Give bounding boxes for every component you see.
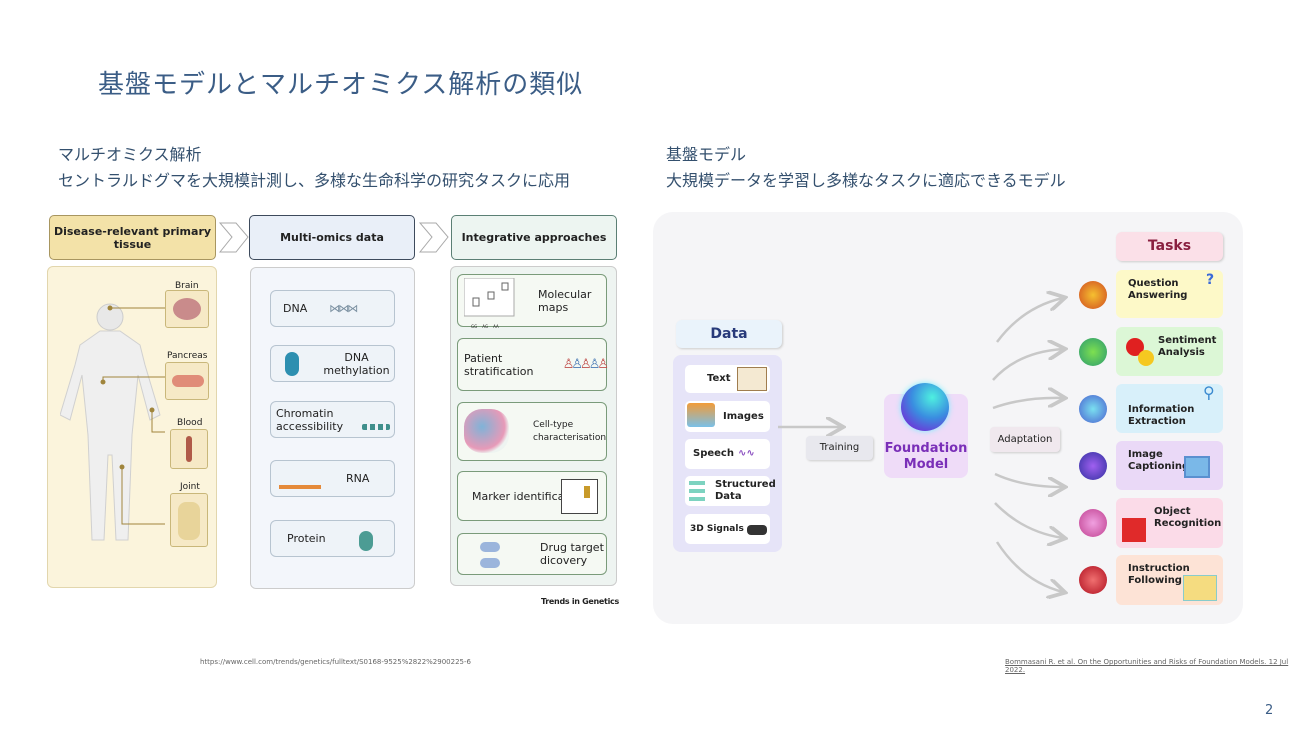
- data-label: Structured Data: [715, 479, 776, 502]
- approach-label: Marker identification: [472, 489, 586, 503]
- approach-molecular-maps: GG AG AA Molecular maps: [457, 274, 607, 329]
- book-icon: [737, 367, 767, 391]
- data-item-3d-signals: 3D Signals: [685, 514, 770, 544]
- pill-icon: [480, 542, 500, 552]
- header-approaches: Integrative approaches: [451, 215, 617, 260]
- rna-strand-icon: [279, 485, 321, 489]
- picture-icon: [1184, 456, 1210, 478]
- shapes-icon: [1122, 518, 1146, 542]
- task-information-extraction: Information Extraction: [1116, 384, 1223, 433]
- waveform-mic-icon: ∿∿: [737, 448, 755, 459]
- approach-cell-type: Cell-type characterisation: [457, 402, 607, 461]
- figure-credit: Trends in Genetics: [541, 597, 619, 606]
- data-title: Data: [676, 320, 782, 348]
- approach-label: Molecular maps: [538, 287, 592, 314]
- omics-protein: Protein: [270, 520, 395, 557]
- foundation-model-label: Foundation Model: [884, 441, 968, 472]
- sphere-icon: [1079, 338, 1107, 366]
- data-item-images: Images: [685, 401, 770, 432]
- nucleosome-icon: [362, 424, 390, 430]
- sphere-icon: [1079, 395, 1107, 423]
- approach-drug-target: Drug target dicovery: [457, 533, 607, 575]
- tsne-plot-icon: [464, 409, 509, 453]
- tick: AA: [493, 324, 499, 329]
- left-citation-link[interactable]: https://www.cell.com/trends/genetics/ful…: [200, 658, 471, 666]
- right-citation-link[interactable]: Bommasani R. et al. On the Opportunities…: [1005, 658, 1289, 674]
- chevron-arrows-icon: [218, 222, 449, 253]
- tick: AG: [482, 324, 489, 329]
- brain-icon: [165, 290, 209, 328]
- data-label: Images: [723, 410, 764, 422]
- pill-icon: [480, 558, 500, 568]
- approach-patient-stratification: Patient stratification ♙♙♙♙♙: [457, 338, 609, 391]
- neural-sphere-icon: [901, 383, 949, 431]
- data-item-speech: Speech∿∿: [685, 439, 770, 469]
- omics-dna: DNA ⋈⋈⋈: [270, 290, 395, 327]
- task-question-answering-box: [1116, 270, 1223, 318]
- data-label: Text: [707, 373, 731, 384]
- human-body-icon: [60, 303, 165, 541]
- tick: GG: [471, 324, 478, 329]
- tasks-title: Tasks: [1116, 232, 1223, 261]
- header-omics: Multi-omics data: [249, 215, 415, 260]
- left-heading: マルチオミクス解析: [58, 145, 202, 164]
- people-icon: ♙♙♙♙♙: [562, 357, 609, 372]
- header-tissue: Disease-relevant primary tissue: [49, 215, 216, 260]
- tissue-label-pancreas: Pancreas: [167, 351, 208, 361]
- slide-title: 基盤モデルとマルチオミクス解析の類似: [98, 70, 584, 100]
- omics-label: DNA: [283, 302, 308, 315]
- data-item-text: Text: [685, 365, 770, 393]
- methylation-icon: [285, 352, 299, 376]
- magnifier-icon: ⚲: [1203, 383, 1215, 402]
- sphere-icon: [1079, 509, 1107, 537]
- sphere-icon: [1079, 566, 1107, 594]
- tissue-label-brain: Brain: [175, 281, 199, 291]
- omics-label: Chromatin accessibility: [276, 406, 344, 433]
- left-caption: マルチオミクス解析 セントラルドグマを大規模計測し、多様な生命科学の研究タスクに…: [58, 142, 570, 194]
- right-description: 大規模データを学習し多様なタスクに適応できるモデル: [666, 171, 1066, 190]
- tissue-label-blood: Blood: [177, 418, 203, 428]
- image-icon: [687, 403, 715, 427]
- question-bubble-icon: ?: [1206, 272, 1215, 288]
- pancreas-icon: [165, 362, 209, 400]
- protein-icon: [359, 531, 373, 551]
- sphere-icon: [1079, 452, 1107, 480]
- right-caption: 基盤モデル 大規模データを学習し多様なタスクに適応できるモデル: [666, 142, 1066, 194]
- boxplot-icon: [464, 278, 515, 317]
- sphere-icon: [1079, 281, 1107, 309]
- marker-boxplot-icon: [561, 479, 598, 514]
- left-description: セントラルドグマを大規模計測し、多様な生命科学の研究タスクに応用: [58, 171, 571, 190]
- tissue-label-joint: Joint: [180, 482, 200, 492]
- omics-chromatin: Chromatin accessibility: [270, 401, 395, 438]
- omics-label: Protein: [287, 532, 326, 545]
- flow-arrows: [778, 212, 1243, 624]
- omics-dna-methylation: DNA methylation: [270, 345, 395, 382]
- omics-label: RNA: [346, 472, 370, 485]
- task-question-answering: Question Answering: [1128, 278, 1188, 301]
- omics-label: DNA methylation: [323, 350, 390, 377]
- happy-face-icon: [1138, 350, 1154, 366]
- data-label: Speech: [693, 448, 734, 459]
- training-label: Training: [806, 436, 873, 460]
- sensor-device-icon: [747, 525, 767, 535]
- blood-tube-icon: [170, 429, 208, 469]
- approach-label: Patient stratification: [464, 351, 534, 378]
- right-heading: 基盤モデル: [666, 145, 747, 164]
- data-item-structured: Structured Data: [685, 476, 776, 506]
- adaptation-label: Adaptation: [990, 427, 1060, 452]
- structured-data-icon: [689, 481, 705, 501]
- approach-label: Drug target dicovery: [540, 541, 604, 567]
- map-tick-labels: GG AG AA: [471, 320, 499, 333]
- data-label: 3D Signals: [690, 524, 744, 534]
- map-icon: [1183, 575, 1217, 601]
- omics-rna: RNA: [270, 460, 395, 497]
- approach-marker-identification: Marker identification: [457, 471, 607, 521]
- dna-helix-icon: ⋈⋈⋈: [329, 302, 358, 315]
- joint-icon: [170, 493, 208, 547]
- page-number: 2: [1265, 703, 1274, 718]
- approach-label: Cell-type characterisation: [533, 419, 607, 443]
